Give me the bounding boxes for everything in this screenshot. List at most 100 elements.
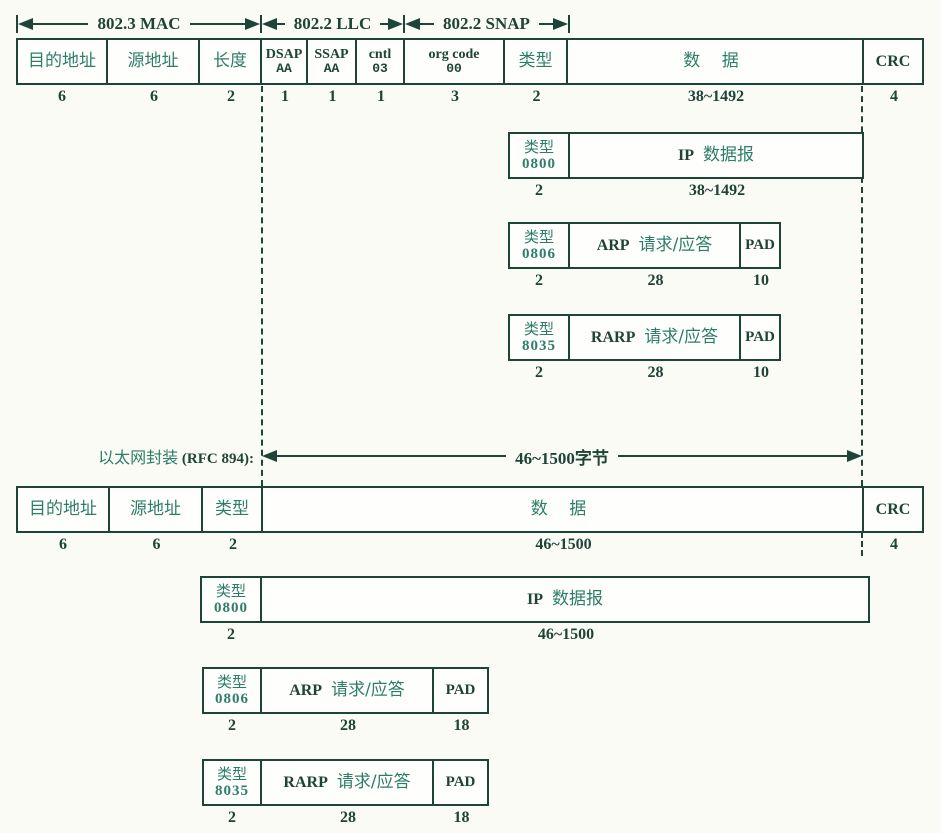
field-size: 2 <box>535 364 543 381</box>
field-size: 10 <box>753 272 769 289</box>
field-data: 数 据 38~1492 <box>568 38 864 106</box>
field-label: 源地址 <box>130 499 181 520</box>
field-value: 0806 <box>215 690 249 707</box>
arrow-right-icon <box>553 18 568 30</box>
field-size: 6 <box>150 88 158 105</box>
field-data: 数 据 46~1500 <box>263 486 864 554</box>
field-label: 类型 <box>216 765 247 784</box>
measure-line <box>277 23 285 25</box>
field-label-cjk: 数据报 <box>552 589 603 610</box>
field-value: 0800 <box>522 155 556 172</box>
field-label: PAD <box>445 774 476 791</box>
field-label: CRC <box>875 52 911 70</box>
measure-line <box>538 23 553 25</box>
field-source-address: 源地址 6 <box>110 486 203 554</box>
measure-8022-llc: 802.2 LLC <box>262 12 405 36</box>
field-label: PAD <box>445 682 476 699</box>
measure-46-1500-bytes: 46~1500字节 <box>262 444 862 468</box>
field-size: 28 <box>340 809 356 826</box>
field-label: PAD <box>745 329 775 346</box>
field-label: 类型 <box>518 51 553 72</box>
field-label: 类型 <box>523 228 554 247</box>
field-size: 6 <box>152 536 161 553</box>
field-destination-address: 目的地址 6 <box>16 38 108 106</box>
field-label: 类型 <box>523 320 554 339</box>
arrow-right-icon <box>847 450 862 462</box>
field-size: 10 <box>753 364 769 381</box>
field-value: 8035 <box>522 337 556 354</box>
field-size: 2 <box>228 809 236 826</box>
field-label-cjk: 请求/应答 <box>644 327 719 348</box>
field-value: AA <box>323 61 340 77</box>
field-label-cjk: 请求/应答 <box>638 235 713 256</box>
field-size: 28 <box>647 364 664 381</box>
arrow-left-icon <box>262 18 277 30</box>
field-size: 46~1500 <box>537 626 595 643</box>
arrow-left-icon <box>18 18 33 30</box>
field-value: 8035 <box>215 782 249 799</box>
field-size: 2 <box>227 626 235 643</box>
field-type: 类型 2 <box>203 486 263 554</box>
field-label: 目的地址 <box>29 499 97 520</box>
field-size: 1 <box>281 88 289 105</box>
field-size: 3 <box>451 88 459 105</box>
field-label: org code <box>428 46 480 62</box>
field-label: 数 据 <box>530 499 595 520</box>
tick <box>16 15 18 33</box>
measure-label: 802.2 SNAP <box>443 14 530 33</box>
field-label-cjk: 请求/应答 <box>331 680 405 701</box>
field-label: 类型 <box>215 582 246 601</box>
measure-line <box>617 455 847 457</box>
field-label-cjk: 请求/应答 <box>336 772 411 793</box>
field-label: cntl <box>368 46 392 62</box>
field-size: 1 <box>377 88 385 105</box>
field-size: 38~1492 <box>688 182 746 199</box>
field-value: 03 <box>372 61 388 77</box>
field-size: 2 <box>227 88 235 105</box>
field-size: 46~1500 <box>535 536 592 553</box>
measure-line <box>189 23 246 25</box>
field-label-eng: IP <box>678 146 694 164</box>
field-size: 2 <box>228 717 236 734</box>
measure-label: 802.3 MAC <box>97 14 181 33</box>
field-size: 2 <box>229 536 237 553</box>
measure-line <box>380 23 388 25</box>
field-crc: CRC 4 <box>864 486 924 554</box>
field-value: AA <box>276 61 292 77</box>
field-size: 2 <box>532 88 541 105</box>
ethernet-encapsulation-label: 以太网封装 (RFC 894): <box>40 444 254 468</box>
field-label: 类型 <box>215 499 249 520</box>
field-label: SSAP <box>314 46 349 62</box>
field-label: DSAP <box>265 46 303 62</box>
field-pad: PAD 18 <box>434 759 489 827</box>
dashed-line-right <box>861 86 863 486</box>
field-size: 18 <box>453 717 470 734</box>
field-size: 1 <box>328 88 337 105</box>
field-pad: PAD 18 <box>434 667 489 735</box>
field-pad: PAD 10 <box>741 222 781 290</box>
arrow-left-icon <box>262 450 277 462</box>
field-label: 源地址 <box>127 51 179 72</box>
measure-label: 802.2 LLC <box>293 14 372 33</box>
field-source-address: 源地址 6 <box>108 38 200 106</box>
frame-ethernet: 目的地址 6 源地址 6 类型 2 数 据 46~1500 CRC 4 <box>16 486 924 554</box>
measure-label: 46~1500字节 <box>515 448 609 468</box>
arrow-right-icon <box>245 18 261 30</box>
field-label-cjk: 数据报 <box>703 145 754 166</box>
field-label-eng: ARP <box>289 681 323 699</box>
